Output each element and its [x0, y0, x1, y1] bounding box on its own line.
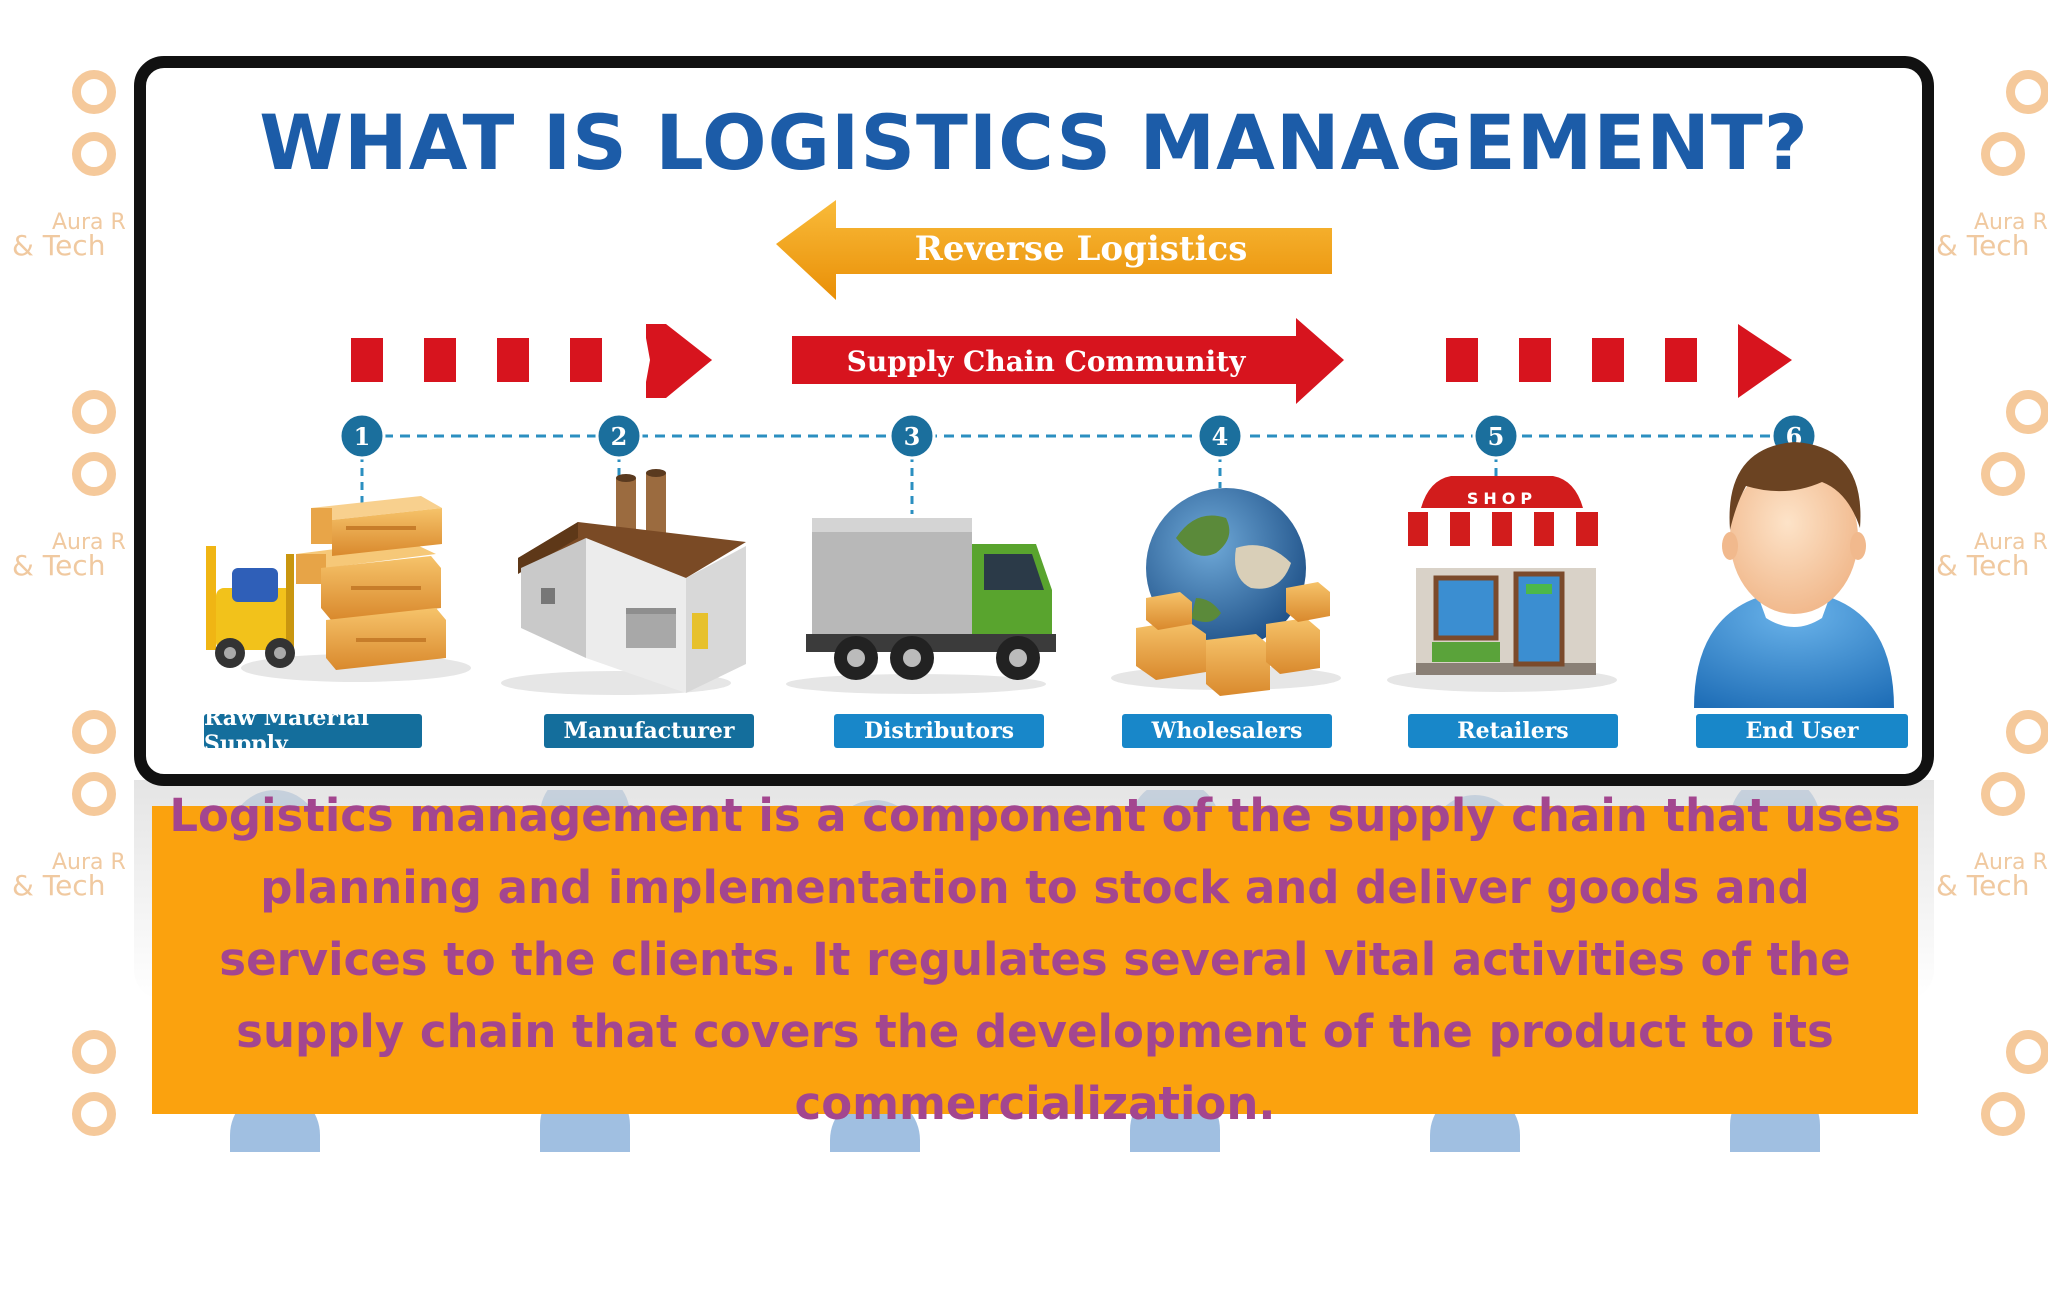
supply-chain-diagram: Reverse Logistics Supply Chain Community — [206, 200, 1894, 708]
person-icon — [1694, 442, 1894, 708]
factory-icon — [501, 469, 746, 695]
supply-chain-community-arrow: Supply Chain Community — [792, 318, 1344, 404]
svg-text:4: 4 — [1212, 422, 1229, 451]
svg-text:5: 5 — [1488, 422, 1505, 451]
forklift-boxes-icon — [206, 496, 471, 682]
step-label-retailers: Retailers — [1408, 714, 1618, 748]
watermark-right-1: Aura R & Tech — [1936, 70, 2048, 330]
watermark-left-3: Aura R & Tech — [12, 710, 172, 970]
watermark-right-4 — [1936, 1030, 2048, 1290]
right-flow-arrow — [1446, 324, 1792, 398]
delivery-truck-icon — [786, 518, 1056, 694]
step-marker-5: 5 — [1472, 412, 1520, 488]
step-marker-2: 2 — [595, 412, 643, 478]
svg-text:3: 3 — [904, 422, 921, 451]
step-marker-1: 1 — [338, 412, 386, 508]
shop-icon: SHOP — [1387, 476, 1617, 692]
page-title: WHAT IS LOGISTICS MANAGEMENT? — [259, 98, 1809, 187]
step-label-end-user: End User — [1696, 714, 1908, 748]
globe-boxes-icon — [1111, 488, 1341, 696]
logistics-diagram-card: WHAT IS LOGISTICS MANAGEMENT? Reverse Lo… — [134, 56, 1934, 786]
description-box: Logistics management is a component of t… — [152, 789, 1918, 1130]
supply-chain-community-label: Supply Chain Community — [847, 345, 1246, 378]
step-label-raw-material-supply: Raw Material Supply — [204, 705, 422, 757]
left-flow-arrow — [351, 324, 712, 398]
svg-text:1: 1 — [354, 422, 371, 451]
watermark-left-1: Aura R & Tech — [12, 70, 172, 330]
watermark-left-2: Aura R & Tech — [12, 390, 172, 650]
reverse-logistics-arrow: Reverse Logistics — [776, 200, 1332, 300]
step-label-manufacturer: Manufacturer — [544, 714, 754, 748]
step-marker-3: 3 — [888, 412, 936, 514]
watermark-right-2: Aura R & Tech — [1936, 390, 2048, 650]
step-label-distributors: Distributors — [834, 714, 1044, 748]
svg-text:2: 2 — [611, 422, 628, 451]
step-label-wholesalers: Wholesalers — [1122, 714, 1332, 748]
reverse-logistics-label: Reverse Logistics — [915, 229, 1248, 269]
watermark-left-4 — [12, 1030, 172, 1290]
shop-sign: SHOP — [1467, 489, 1537, 508]
watermark-right-3: Aura R & Tech — [1936, 710, 2048, 970]
step-marker-4: 4 — [1196, 412, 1244, 488]
description-text: Logistics management is a component of t… — [169, 789, 1901, 1130]
